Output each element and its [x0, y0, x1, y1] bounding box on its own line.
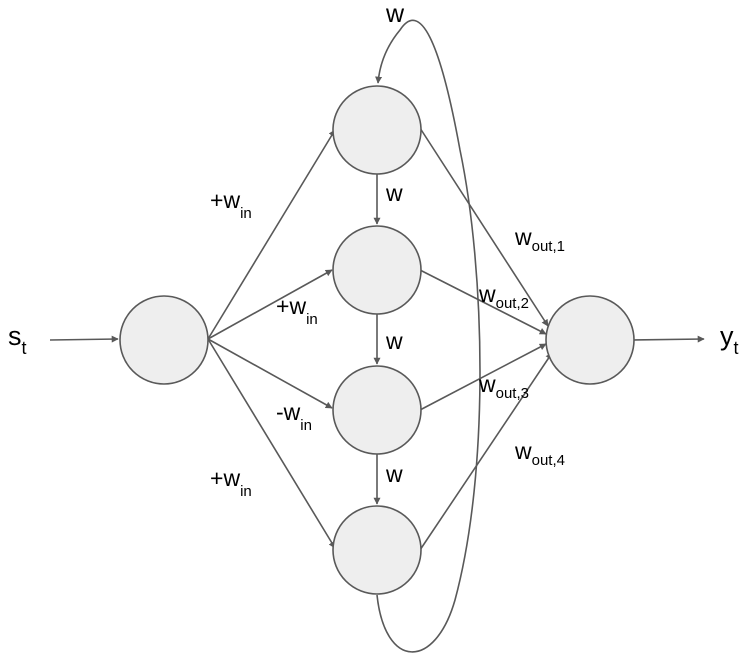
feedback-loop-edge — [375, 19, 481, 653]
chain-weight-label-2: w — [385, 328, 403, 354]
nodes — [119, 85, 635, 595]
input-weight-label-3: -win — [276, 399, 312, 434]
input-weight-label-1: +win — [210, 187, 252, 222]
input-signal-label: st — [8, 321, 27, 358]
output-node — [545, 295, 635, 385]
input-edge-2 — [207, 269, 333, 340]
input-signal-edge — [49, 335, 119, 343]
output-weight-label-3: wout,3 — [478, 371, 529, 402]
output-edge-1 — [419, 127, 549, 327]
input-weight-label-4: +win — [210, 465, 252, 500]
output-weight-label-2: wout,2 — [478, 281, 529, 312]
loop-weight-label: w — [385, 0, 405, 28]
chain-weight-label-3: w — [385, 461, 403, 487]
reservoir-node-2 — [332, 225, 422, 315]
output-weight-label-1: wout,1 — [514, 224, 565, 255]
output-weight-label-4: wout,4 — [514, 438, 565, 469]
input-weight-label-2: +win — [276, 293, 318, 328]
reservoir-node-3 — [332, 365, 422, 455]
reservoir-node-4 — [332, 505, 422, 595]
output-signal-label: yt — [720, 321, 739, 358]
input-edge-1 — [207, 129, 336, 340]
output-edge-2 — [419, 269, 547, 335]
input-node — [119, 295, 209, 385]
labels: st yt w w w w +win +win -win +win wout,1… — [8, 0, 739, 500]
input-edge-4 — [207, 338, 336, 549]
reservoir-node-1 — [332, 85, 422, 175]
chain-weight-label-1: w — [385, 180, 403, 206]
output-edge-4 — [419, 352, 553, 551]
input-edge-3 — [207, 338, 333, 409]
output-edge-3 — [419, 343, 547, 411]
edges — [49, 19, 705, 653]
output-signal-edge — [633, 335, 705, 343]
